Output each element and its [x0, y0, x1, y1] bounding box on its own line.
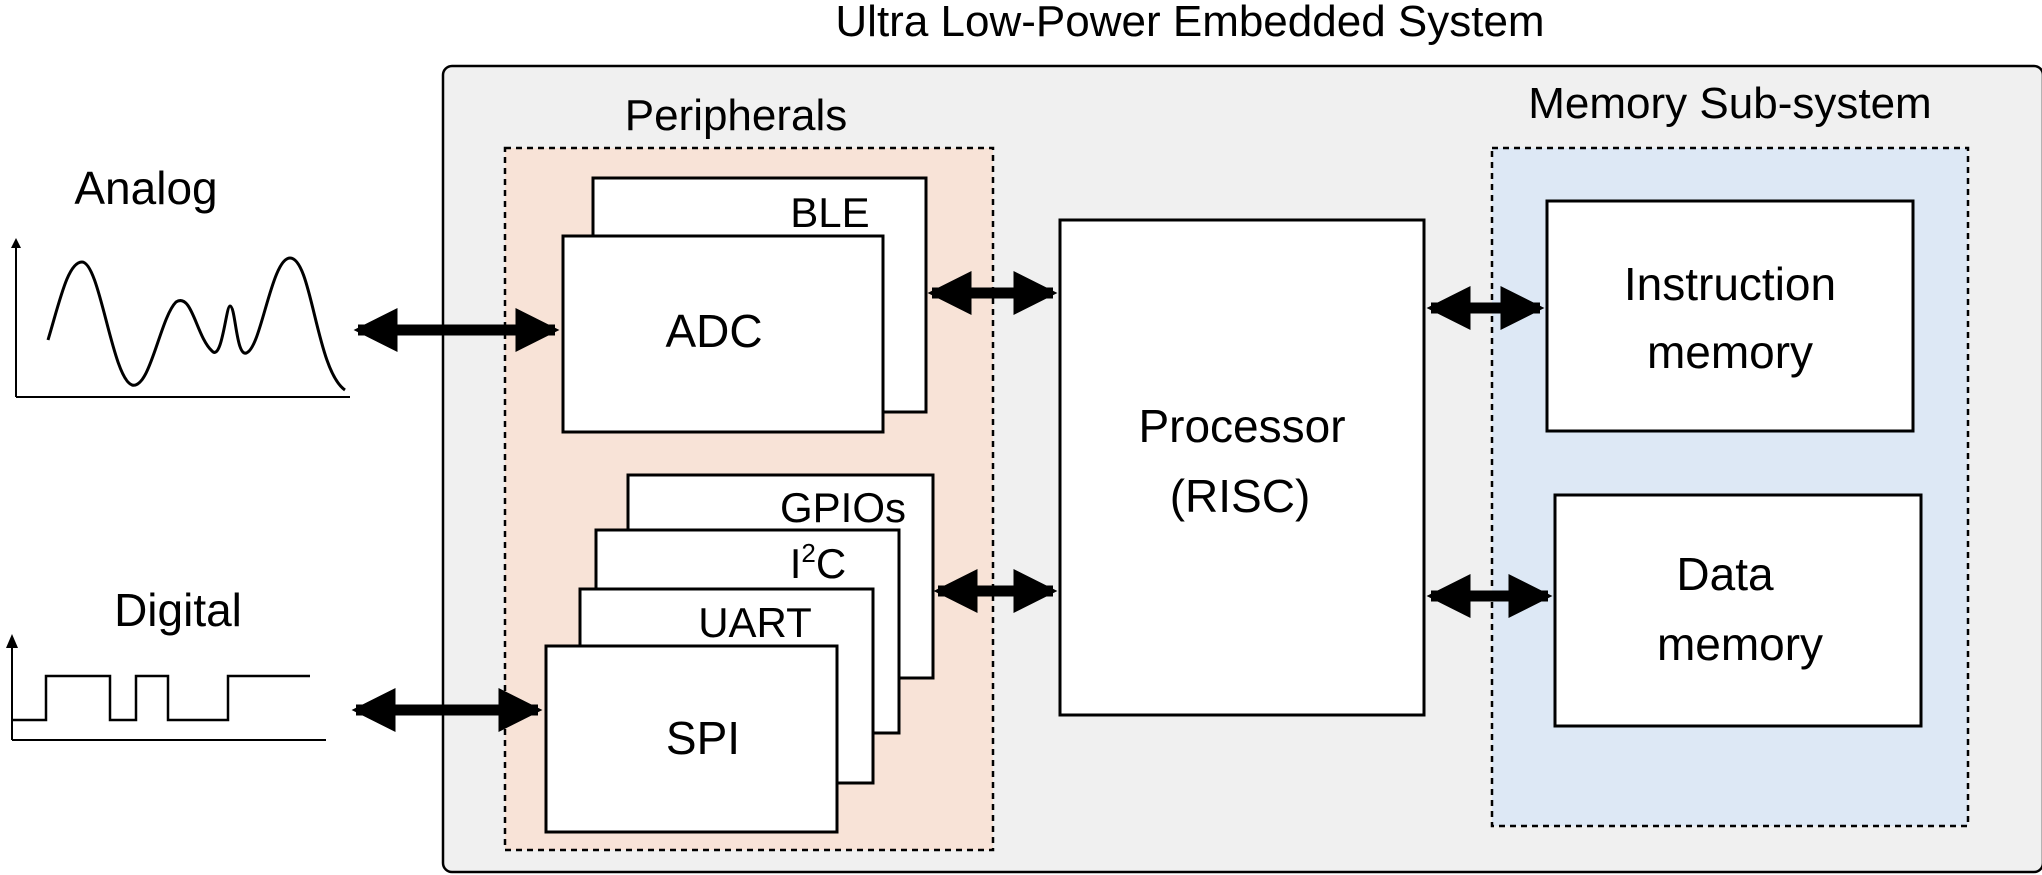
analog-label: Analog	[74, 162, 217, 214]
svg-text:memory: memory	[1657, 618, 1823, 670]
svg-text:memory: memory	[1647, 326, 1813, 378]
memory-subsystem-title: Memory Sub-system	[1528, 79, 1931, 128]
svg-text:BLE: BLE	[790, 189, 869, 236]
digital-waveform-icon	[6, 634, 326, 741]
svg-text:Instruction: Instruction	[1624, 258, 1836, 310]
arrows	[351, 271, 1553, 732]
svg-text:SPI: SPI	[666, 712, 740, 764]
analog-waveform-icon	[11, 238, 350, 398]
data-memory-box: Data memory	[1553, 493, 1923, 728]
digital-label: Digital	[114, 584, 242, 636]
svg-text:ADC: ADC	[665, 305, 762, 357]
adc-box: ADC	[561, 234, 885, 434]
spi-box: SPI	[544, 644, 839, 834]
svg-text:GPIOs: GPIOs	[780, 484, 906, 531]
diagram-title: Ultra Low-Power Embedded System	[835, 0, 1544, 46]
svg-text:I2C: I2C	[790, 538, 846, 587]
svg-text:Processor: Processor	[1138, 400, 1345, 452]
svg-text:Data: Data	[1676, 548, 1774, 600]
svg-text:UART: UART	[698, 599, 812, 646]
instruction-memory-box: Instruction memory	[1545, 199, 1915, 433]
svg-text:(RISC): (RISC)	[1170, 470, 1311, 522]
peripherals-title: Peripherals	[625, 91, 848, 140]
processor-box: Processor (RISC)	[1058, 218, 1426, 717]
